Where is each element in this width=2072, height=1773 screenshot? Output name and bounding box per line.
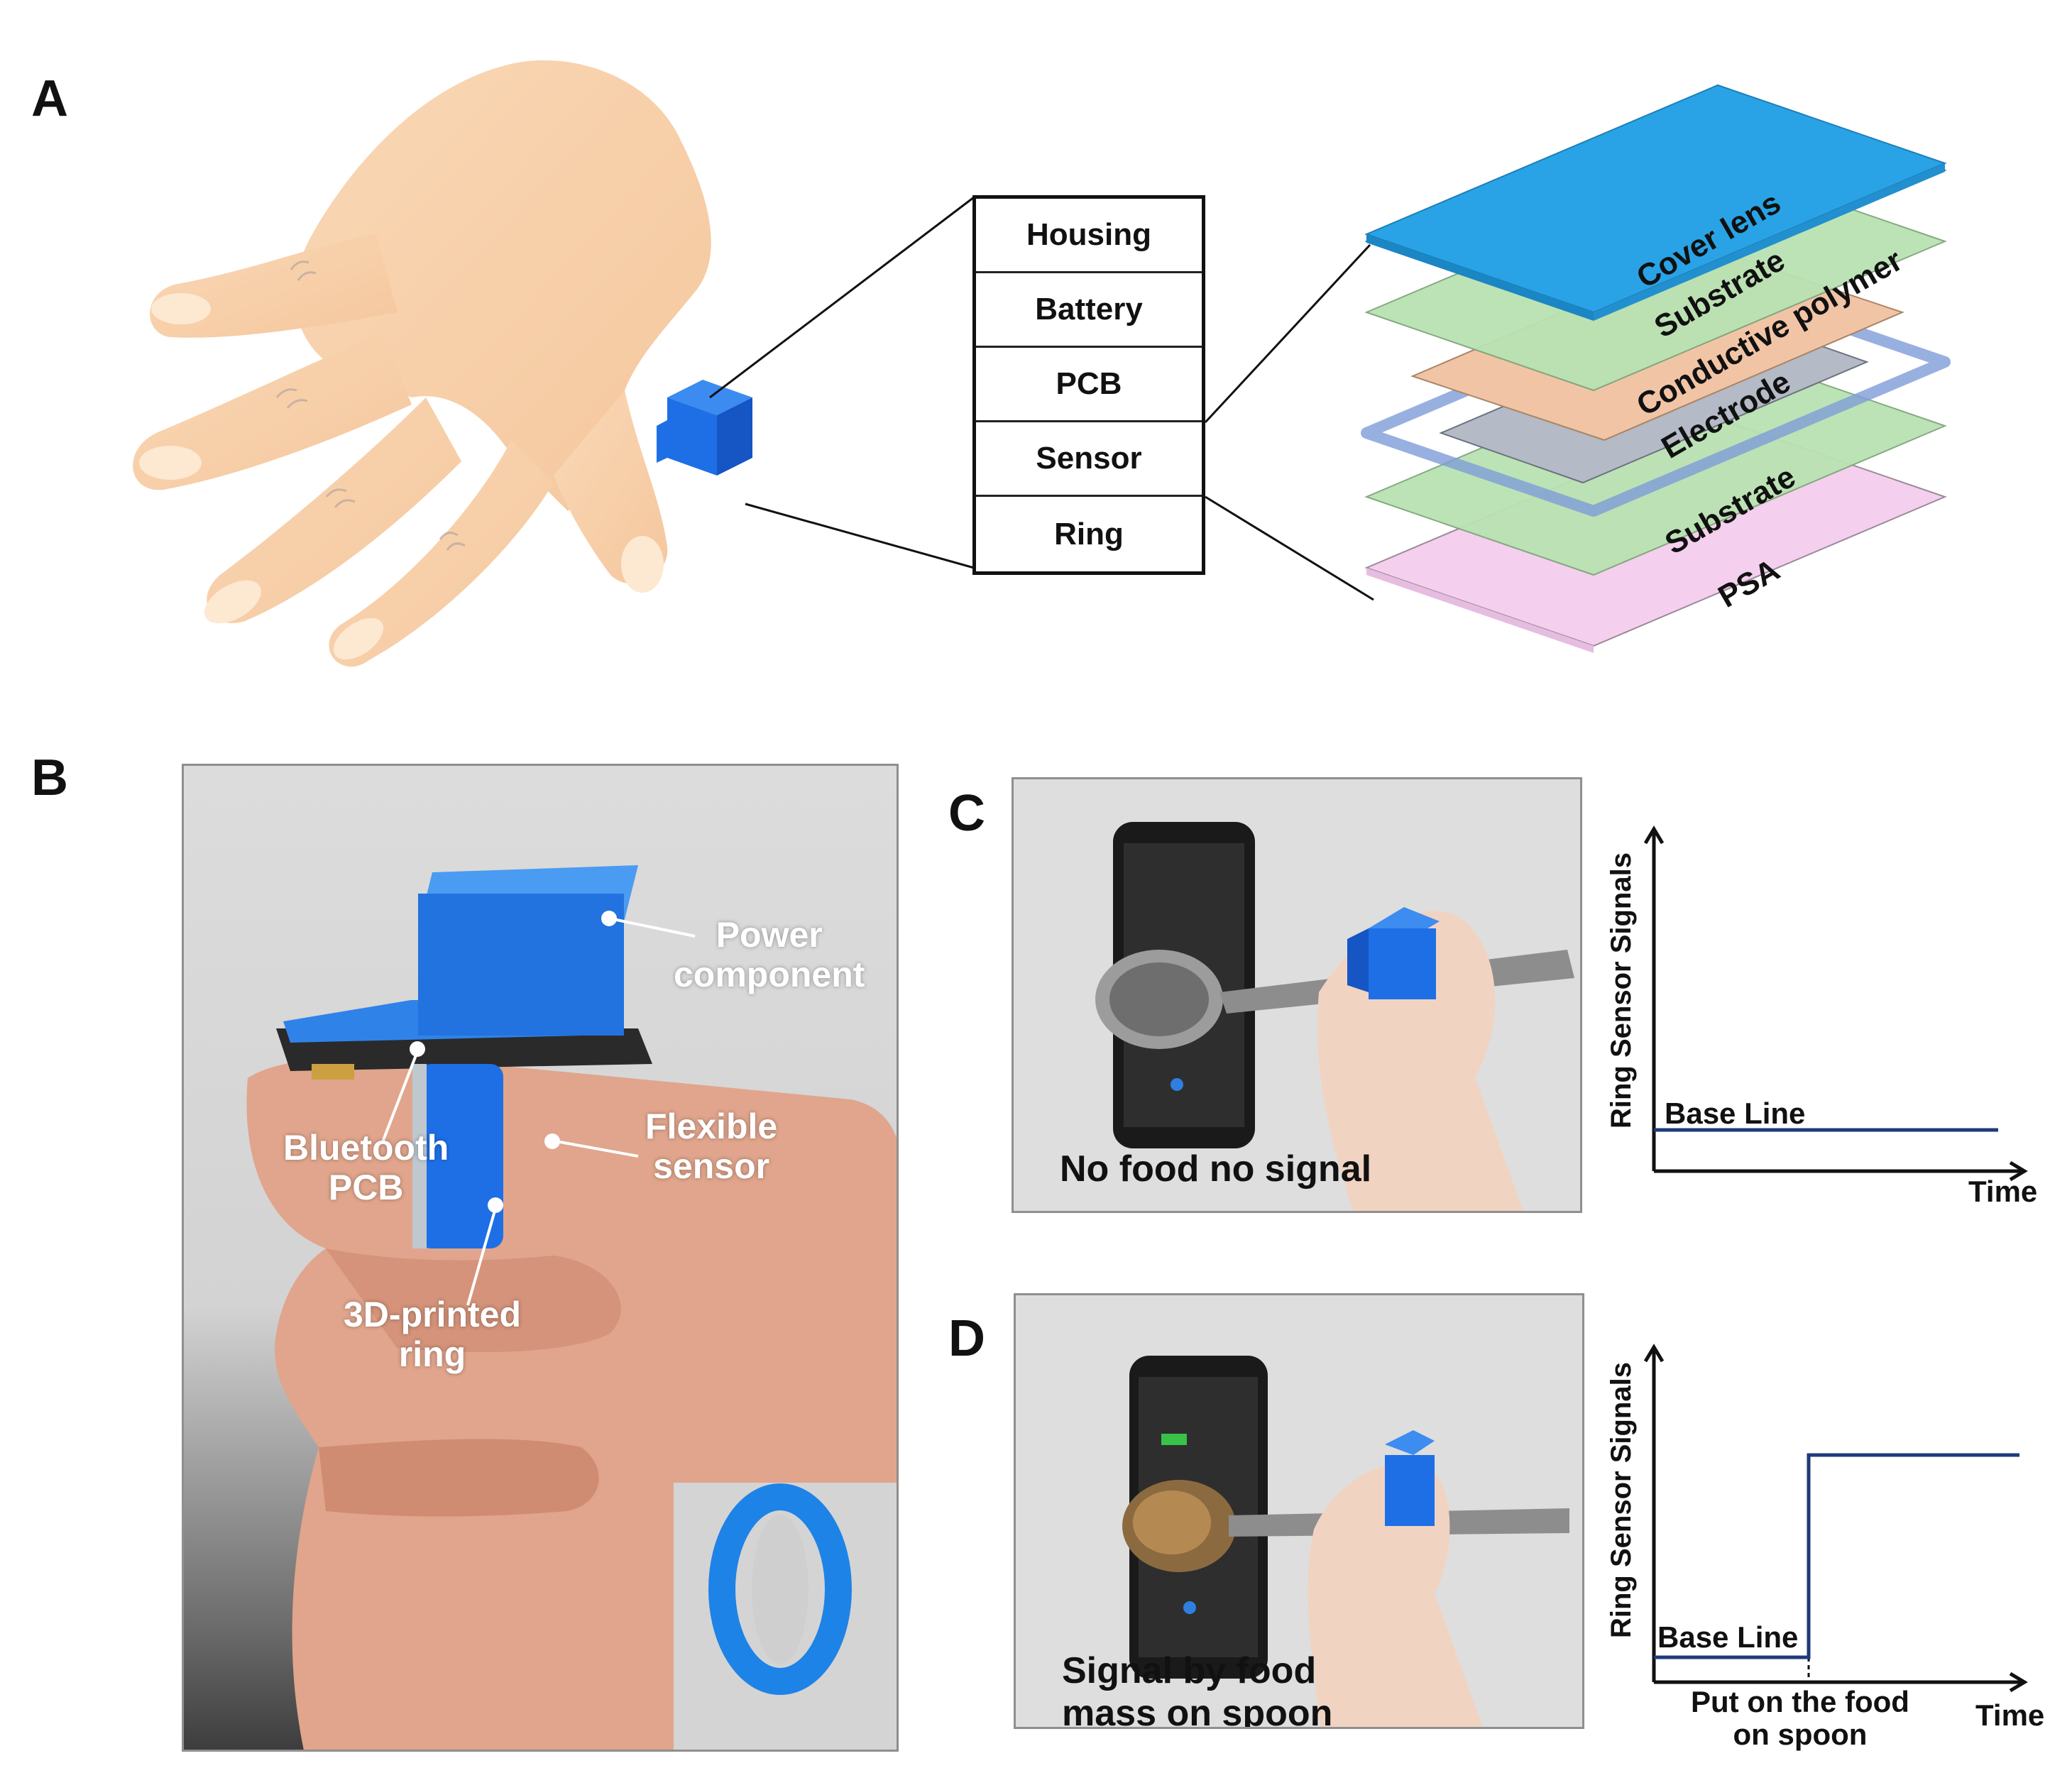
component-battery: Battery [976,273,1202,348]
photo-phone-spoon-d [1122,1356,1569,1727]
component-housing: Housing [976,199,1202,273]
label-flexible-sensor: Flexible sensor [645,1107,778,1186]
photo-phone-spoon-c [1095,822,1574,1211]
graph-c-x-label: Time [1968,1175,2038,1208]
panel-letter-b: B [31,750,68,806]
finger-pinky [329,440,554,667]
food-on-spoon-photo: Signal by food mass on spoon [1014,1293,1584,1729]
nail-ring [204,580,261,624]
dot-bluetooth [410,1041,425,1057]
graph-c-baseline-label: Base Line [1665,1097,1806,1130]
dot-power [601,911,617,926]
thumb-nail [621,536,664,593]
hand-illustration [133,60,752,667]
ring-device [657,380,752,476]
connector-lines [709,196,1374,601]
dot-ring [488,1197,503,1213]
label-3d-printed-ring: 3D-printed ring [344,1295,521,1374]
graph-d-event-label: Put on the food on spoon [1691,1685,1909,1752]
graph-c [1643,825,2028,1182]
sensor-layer-stack [1361,84,1951,653]
label-bluetooth-pcb: Bluetooth PCB [283,1128,449,1207]
component-stack-table: Housing Battery PCB Sensor Ring [972,195,1205,575]
signal-step-line-d [1654,1453,2019,1659]
panel-letter-d: D [948,1310,985,1367]
label-power-component: Power component [674,915,865,994]
finger-middle [133,334,412,490]
hand-back [295,60,711,512]
graph-d-baseline-label: Base Line [1657,1620,1799,1654]
graph-d [1643,1344,2028,1693]
nail-index [151,293,211,324]
annotation-leaders [381,917,696,1306]
no-food-photo: No food no signal [1012,777,1582,1213]
finger-ring [207,397,461,623]
panel-letter-c: C [948,785,985,842]
component-sensor: Sensor [976,422,1202,497]
photo-hand-shape [246,865,897,1750]
ring-device-photo: Power component Bluetooth PCB Flexible s… [182,764,899,1752]
component-ring: Ring [1054,516,1124,551]
caption-signal-by-food: Signal by food mass on spoon [1062,1650,1333,1729]
graph-d-x-label: Time [1975,1698,2045,1732]
dot-flexible [544,1133,560,1149]
panel-letter-a: A [31,70,68,127]
finger-index [150,234,398,338]
caption-no-food: No food no signal [1060,1148,1372,1190]
graph-c-y-label: Ring Sensor Signals [1606,852,1637,1129]
nail-middle [139,446,202,480]
component-pcb: PCB [976,348,1202,422]
thumb [554,390,668,584]
nail-pinky [333,617,384,660]
graph-d-y-label: Ring Sensor Signals [1606,1362,1637,1638]
